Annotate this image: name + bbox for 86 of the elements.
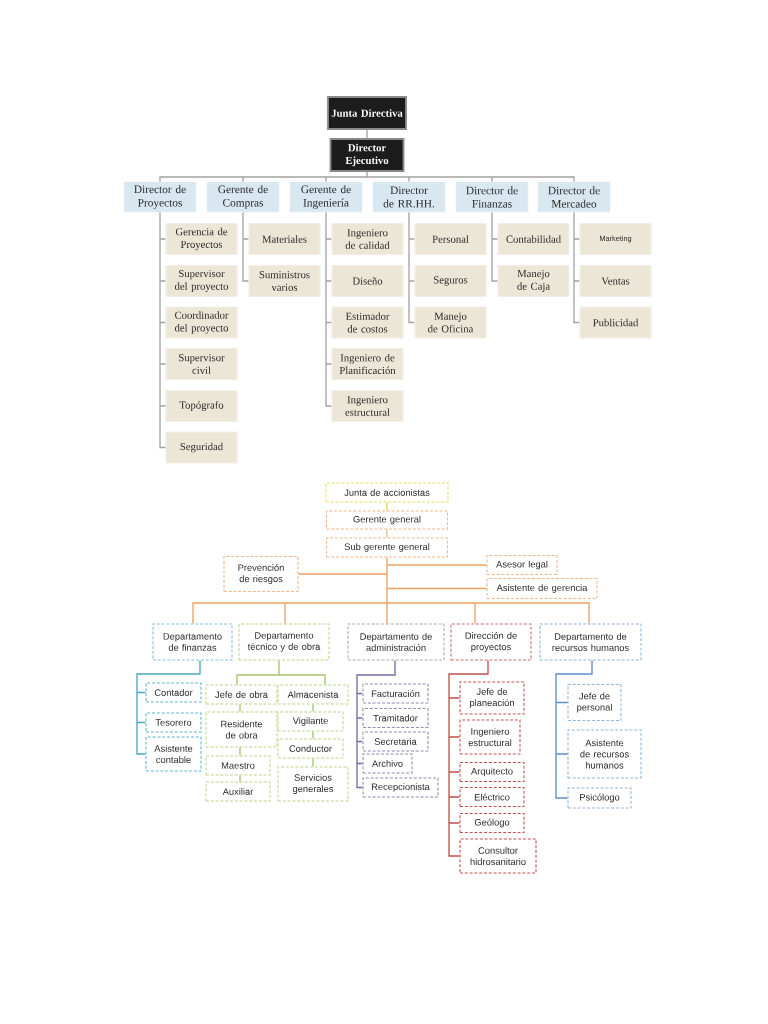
position-box: Topógrafo — [165, 389, 238, 423]
connector-line — [239, 746, 241, 757]
position-box: Materiales — [248, 222, 321, 256]
position-box: Publicidad — [579, 306, 652, 339]
position-box: Junta Directiva — [327, 96, 407, 130]
position-box: Departamento de finanzas — [152, 623, 233, 661]
position-box: Seguros — [414, 264, 487, 298]
position-box: Eléctrico — [459, 786, 525, 808]
position-box: Facturación — [362, 683, 429, 704]
position-box: Ventas — [579, 264, 652, 298]
position-box: Departamento de recursos humanos — [539, 623, 642, 661]
position-box: Departamento de administración — [347, 623, 445, 661]
position-box: Supervisor del proyecto — [165, 264, 238, 298]
connector-line — [136, 659, 201, 755]
position-box: Director de Finanzas — [455, 181, 529, 213]
position-box: Consultor hidrosanitario — [459, 838, 537, 874]
connector-line — [386, 501, 388, 512]
position-box: Director Ejecutivo — [329, 138, 405, 172]
connector-line — [312, 730, 314, 740]
connector-line — [366, 129, 368, 139]
position-box: Tramitador — [362, 707, 429, 729]
position-box: Vigilante — [277, 711, 344, 732]
position-box: Dirección de proyectos — [450, 623, 532, 661]
position-box: Recepcionista — [362, 777, 439, 798]
connector-line — [356, 659, 396, 789]
position-box: Maestro — [205, 755, 271, 776]
position-box: Ingeniero de calidad — [331, 222, 404, 256]
connector-line — [239, 774, 241, 783]
position-box: Jefe de planeación — [459, 681, 525, 715]
connector-line — [448, 659, 489, 857]
position-box: Estimador de costos — [331, 306, 404, 339]
position-box: Junta de accionistas — [325, 482, 449, 503]
position-box: Asistente contable — [145, 736, 202, 772]
connector-line — [325, 211, 333, 407]
position-box: Prevención de riesgos — [223, 555, 299, 593]
position-box: Asesor legal — [486, 554, 558, 576]
position-box: Manejo de Oficina — [414, 306, 487, 339]
position-box: Tesorero — [145, 712, 202, 733]
position-box: Ingeniero de Planificación — [331, 347, 404, 381]
position-box: Suministros varios — [248, 264, 321, 298]
position-box: Ingeniero estructural — [459, 719, 521, 755]
position-box: Gerente de Ingeniería — [289, 181, 363, 213]
position-box: Personal — [414, 222, 487, 256]
connector-line — [242, 211, 250, 282]
position-box: Diseño — [331, 264, 404, 298]
position-box: Arquitecto — [459, 761, 525, 783]
position-box: Gerente de Compras — [206, 181, 280, 213]
connector-line — [236, 659, 326, 686]
position-box: Almacenista — [277, 684, 349, 705]
position-box: Asistente de recursos humanos — [567, 729, 642, 779]
position-box: Supervisor civil — [165, 347, 238, 381]
position-box: Gerente general — [325, 510, 449, 530]
position-box: Servicios generales — [277, 766, 349, 802]
position-box: Jefe de personal — [567, 683, 622, 722]
connector-line — [159, 171, 575, 183]
position-box: Residente de obra — [205, 711, 278, 748]
connector-line — [491, 211, 499, 282]
position-box: Departamento técnico y de obra — [238, 623, 330, 661]
position-box: Auxiliar — [205, 781, 271, 802]
position-box: Geólogo — [459, 812, 525, 834]
position-box: Archivo — [362, 753, 413, 774]
connector-line — [312, 703, 314, 713]
position-box: Seguridad — [165, 431, 238, 464]
position-box: Ingeniero estructural — [331, 389, 404, 423]
position-box: Secretaria — [362, 731, 429, 752]
connector-line — [386, 528, 388, 539]
position-box: Director de Proyectos — [123, 181, 197, 213]
position-box: Sub gerente general — [325, 537, 449, 558]
connector-line — [555, 659, 593, 799]
connector-line — [408, 211, 416, 324]
position-box: Gerencia de Proyectos — [165, 222, 238, 256]
connector-line — [192, 556, 590, 625]
position-box: Contabilidad — [497, 222, 570, 256]
position-box: Psicólogo — [567, 787, 632, 809]
position-box: Asistente de gerencia — [486, 577, 598, 600]
connector-line — [573, 211, 581, 324]
position-box: Director de Mercadeo — [537, 181, 611, 213]
position-box: Jefe de obra — [205, 684, 278, 705]
position-box: Conductor — [277, 738, 344, 759]
connector-line — [239, 703, 241, 713]
position-box: Manejo de Caja — [497, 264, 570, 298]
connector-line — [312, 757, 314, 768]
position-box: Contador — [145, 682, 202, 703]
position-box: Director de RR.HH. — [372, 181, 446, 213]
position-box: Coordinador del proyecto — [165, 306, 238, 339]
connector-line — [159, 211, 167, 449]
